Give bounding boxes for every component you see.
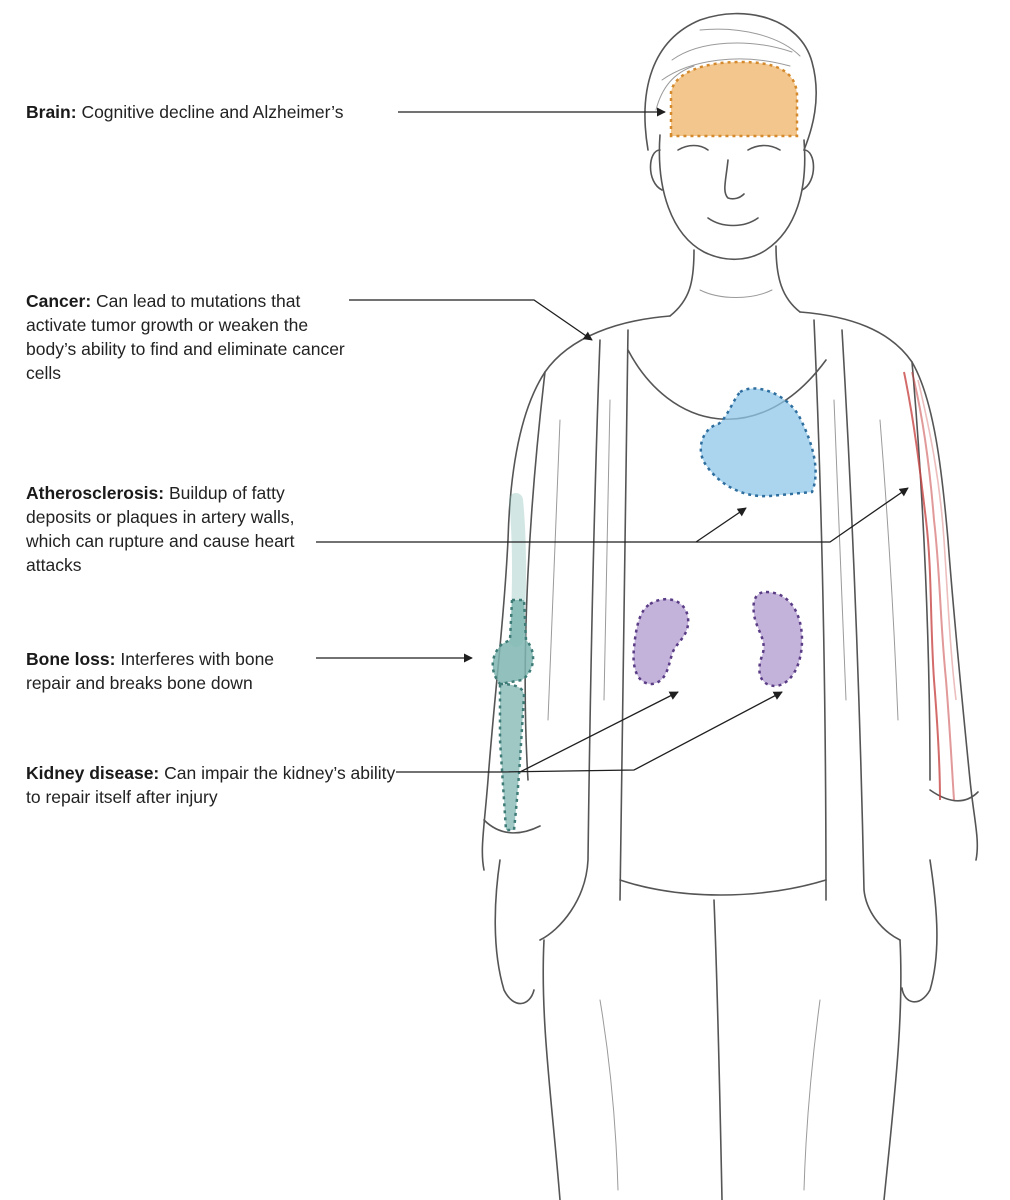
brain-annotation: Brain: Cognitive decline and Alzheimer’s <box>26 100 406 124</box>
atherosclerosis-term: Atherosclerosis: <box>26 483 165 503</box>
artery-highlight <box>903 371 957 801</box>
bone-loss-annotation: Bone loss: Interferes with bone repair a… <box>26 647 316 695</box>
cancer-annotation: Cancer: Can lead to mutations that activ… <box>26 289 348 385</box>
cancer-description: Can lead to mutations that activate tumo… <box>26 291 345 383</box>
kidney-leader-line <box>396 691 783 773</box>
woman-figure-sketch <box>481 12 979 1200</box>
heart-highlight <box>699 387 817 498</box>
atherosclerosis-heart-leader-line <box>695 507 747 543</box>
kidney-disease-description: Can impair the kidney’s ability to repai… <box>26 763 396 807</box>
atherosclerosis-leader-line <box>316 487 909 543</box>
bone-loss-description: Interferes with bone repair and breaks b… <box>26 649 275 693</box>
cancer-leader-line <box>349 299 593 341</box>
kidney-disease-annotation: Kidney disease: Can impair the kidney’s … <box>26 761 398 809</box>
bone-loss-term: Bone loss: <box>26 649 116 669</box>
right-kidney-highlight <box>752 590 804 688</box>
atherosclerosis-annotation: Atherosclerosis: Buildup of fatty deposi… <box>26 481 314 577</box>
left-kidney-highlight <box>632 598 690 686</box>
brain-description: Cognitive decline and Alzheimer’s <box>81 102 344 122</box>
atherosclerosis-description: Buildup of fatty deposits or plaques in … <box>26 483 295 575</box>
bone-highlight <box>491 493 535 832</box>
brain-term: Brain: <box>26 102 77 122</box>
kidney-left-leader-line <box>519 691 679 773</box>
cancer-term: Cancer: <box>26 291 92 311</box>
kidney-disease-term: Kidney disease: <box>26 763 160 783</box>
brain-highlight <box>669 60 799 138</box>
